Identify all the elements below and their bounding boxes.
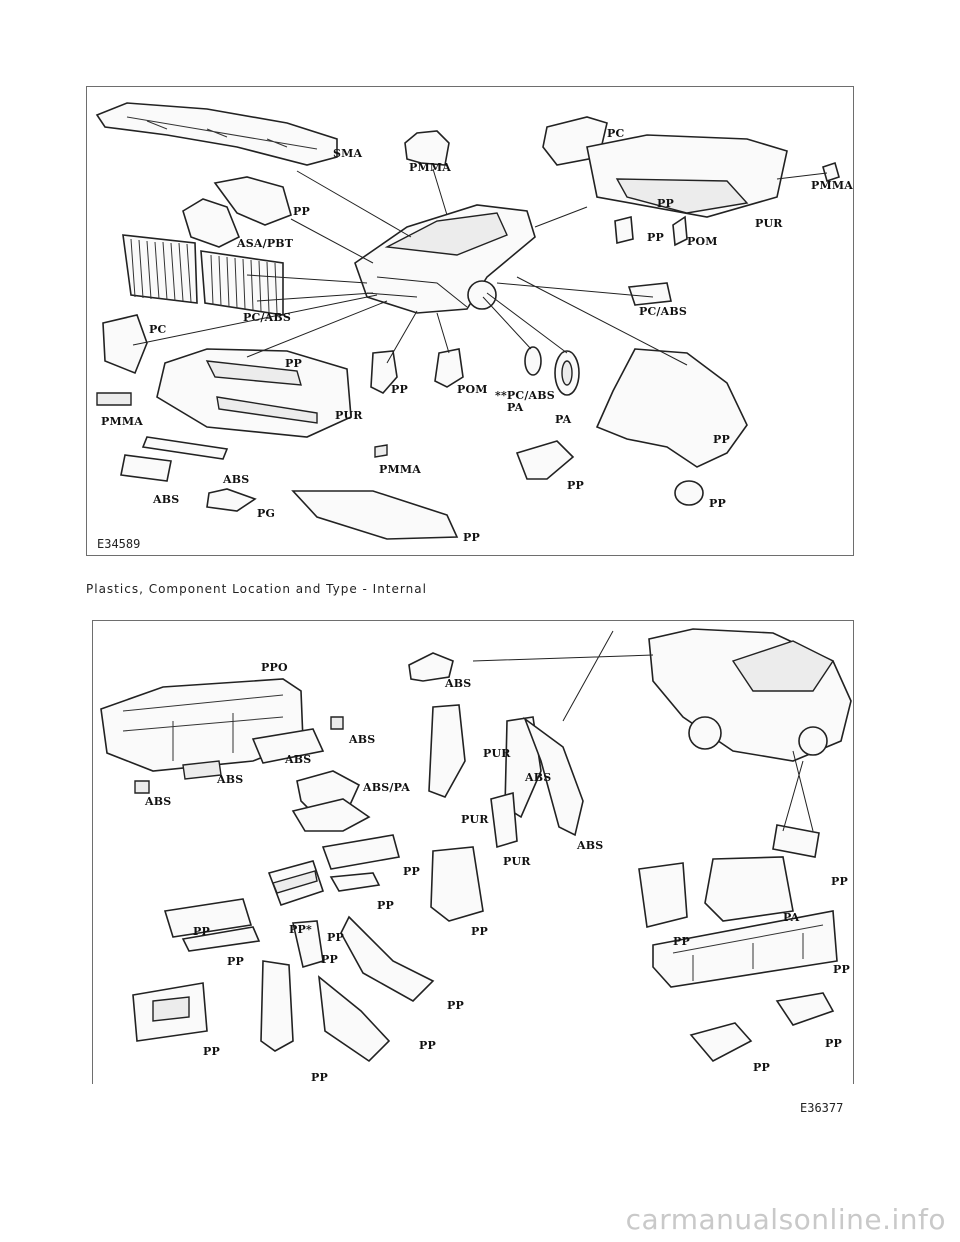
label-pp-rear-console: PP [203,1045,220,1058]
label-sma: SMA [333,147,363,160]
label-pur-rear: PUR [755,217,783,230]
label-pp-duct-a: PP [403,865,420,878]
figure-id-external: E34589 [97,537,141,551]
label-pur-trim: PUR [483,747,511,760]
internal-parts-illustration [100,628,852,1063]
label-pp-duct: PP [567,479,584,492]
label-abs-pa: ABS/PA [363,781,410,794]
label-pp-duct-e: PP [321,953,338,966]
figure-caption: Plastics, Component Location and Type - … [86,582,427,596]
label-asa-pbt: ASA/PBT [237,237,294,250]
label-pp-front-bumper: PP [285,357,302,370]
label-pp-vent: PP [709,497,726,510]
label-pp-rear-bumper: PP [657,197,674,210]
label-abs-plate: ABS [153,493,180,506]
label-pa-tray: PA [783,911,800,924]
label-abs-vent-mid2: ABS [217,773,244,786]
label-pp-duct-f: PP [447,999,464,1012]
label-abs-pillar: ABS [445,677,472,690]
label-pp-floor-a: PP [311,1071,328,1084]
label-abs-strip: ABS [223,473,250,486]
label-pc-abs-cap: **PC/ABS [495,389,555,402]
label-pp-duct-c: PP [193,925,210,938]
label-pom-right: POM [687,235,718,248]
label-pp-arch: PP [713,433,730,446]
label-pp-sill: PP [833,963,850,976]
label-pom-bracket: POM [457,383,488,396]
label-pp-duct-d: PP [227,955,244,968]
label-abs-panel: ABS [577,839,604,852]
label-abs-vent-left: ABS [145,795,172,808]
label-pa-wheel: PA [555,413,572,426]
label-pur-bottom: PUR [503,855,531,868]
label-pp-boot-trim: PP [831,875,848,888]
label-pmma-top: PMMA [409,161,451,174]
label-pp-box: PP [673,935,690,948]
label-pp-floor-b: PP [327,931,344,944]
label-pc-headlamp: PC [149,323,167,336]
label-pmma-left: PMMA [101,415,143,428]
label-pp-small: PP [647,231,664,244]
label-pp-bracket: PP [391,383,408,396]
label-abs-trim: ABS [525,771,552,784]
label-pp-star: PP* [289,923,312,936]
label-pa-cap: PA [507,401,524,414]
external-parts-illustration [95,102,840,540]
label-pp-duct-b: PP [377,899,394,912]
watermark: carmanualsonline.info [625,1203,946,1236]
figure-id-internal: E36377 [800,1101,844,1115]
label-pp-ring-b: PP [825,1037,842,1050]
label-pmma-right: PMMA [811,179,853,192]
label-pg-grille: PG [257,507,276,520]
label-pp-undertray: PP [463,531,480,544]
label-abs-vent-top: ABS [349,733,376,746]
label-pc-top: PC [607,127,625,140]
label-pc-abs-mirror: PC/ABS [639,305,688,318]
label-pp-grille-bracket: PP [293,205,310,218]
label-pp-console: PP [471,925,488,938]
label-pur-lower: PUR [461,813,489,826]
label-pp-duct-g: PP [419,1039,436,1052]
label-pur-front: PUR [335,409,363,422]
external-plastics-figure: SMA PMMA PC PMMA PP ASA/PBT PP PUR PP PO… [86,86,854,556]
label-pc-abs-grille: PC/ABS [243,311,292,324]
label-ppo: PPO [261,661,288,674]
label-pmma-bumper: PMMA [379,463,421,476]
label-pp-ring-a: PP [753,1061,770,1074]
label-abs-vent-mid: ABS [285,753,312,766]
internal-plastics-figure: PPO ABS ABS PUR ABS ABS ABS ABS ABS/PA P… [92,620,854,1084]
